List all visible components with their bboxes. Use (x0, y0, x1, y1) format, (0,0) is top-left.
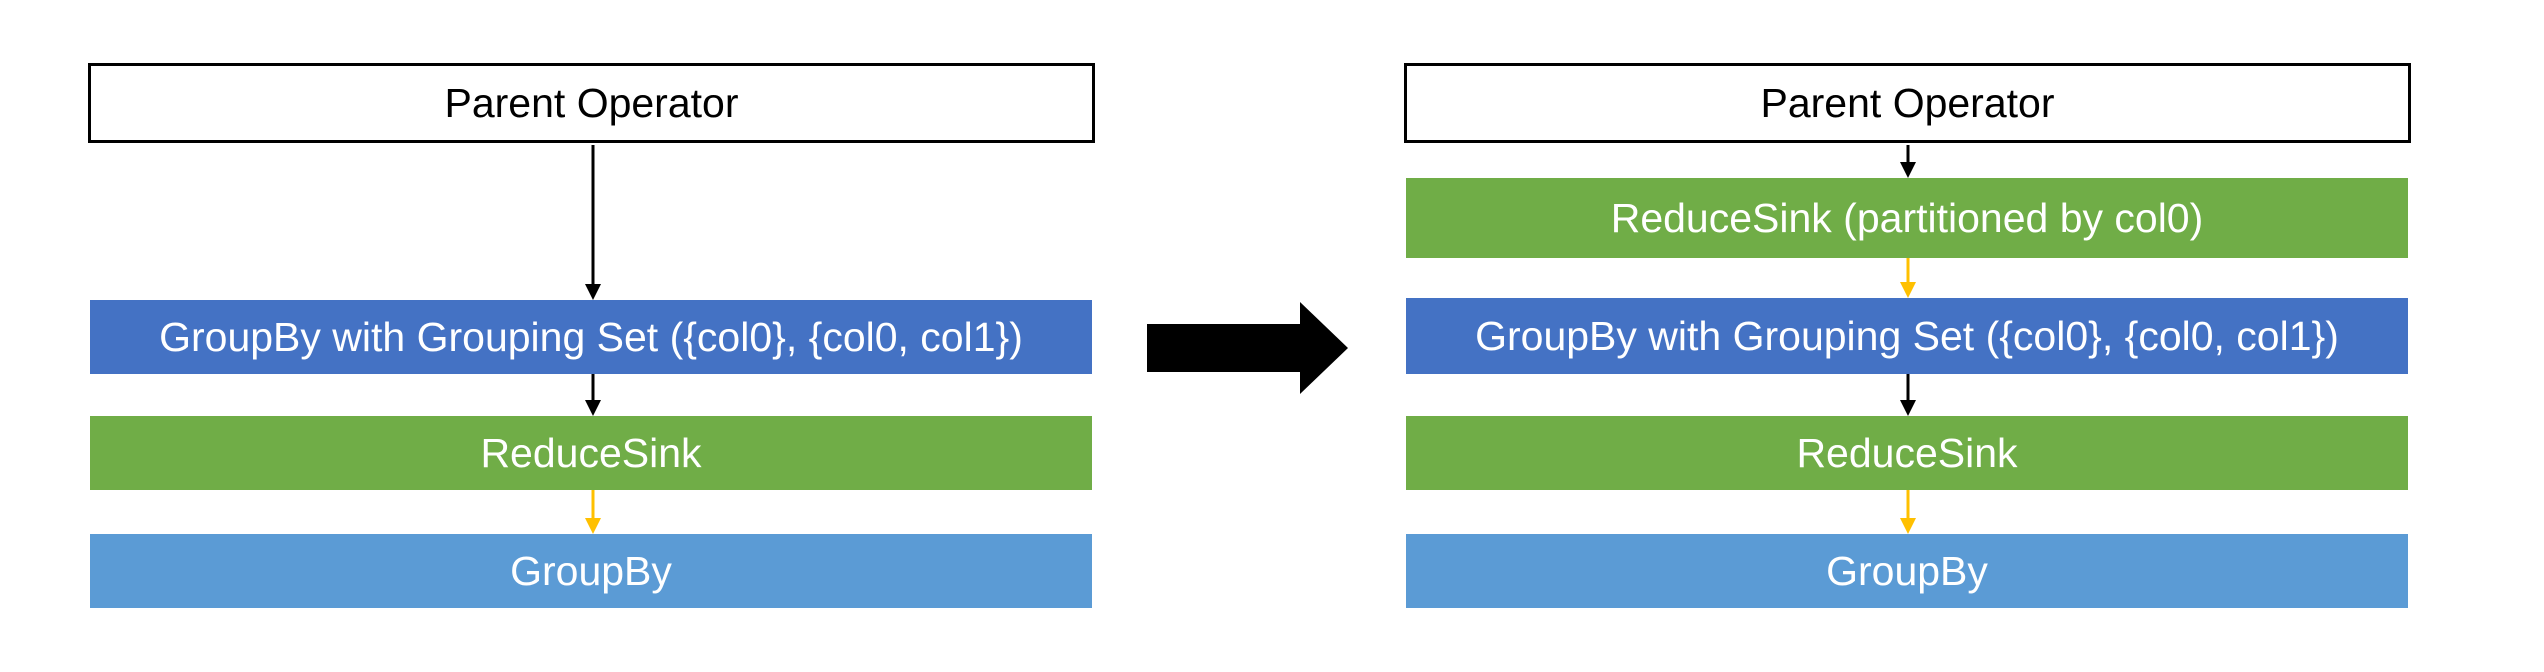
arrow-right-groupby-grouping-set-to-reducesink (1900, 374, 1916, 416)
right-plan-arrows (1900, 145, 1916, 534)
left-groupby-grouping-set-box: GroupBy with Grouping Set ({col0}, {col0… (90, 300, 1092, 374)
right-reducesink-label: ReduceSink (1796, 429, 2018, 476)
arrow-right-reducesink-to-groupby (1900, 490, 1916, 534)
arrow-left-reducesink-to-groupby (585, 490, 601, 534)
right-parent-operator-label: Parent Operator (1760, 79, 2055, 126)
transform-arrow-icon (1147, 302, 1348, 394)
left-plan-arrows (585, 145, 601, 534)
right-parent-operator-box: Parent Operator (1404, 63, 2411, 143)
arrow-left-groupby-grouping-set-to-reducesink (585, 374, 601, 416)
right-groupby-grouping-set-label: GroupBy with Grouping Set ({col0}, {col0… (1475, 312, 2339, 359)
right-reducesink-partitioned-box: ReduceSink (partitioned by col0) (1406, 178, 2408, 258)
left-parent-operator-box: Parent Operator (88, 63, 1095, 143)
left-parent-operator-label: Parent Operator (444, 79, 739, 126)
right-groupby-label: GroupBy (1826, 547, 1988, 594)
arrow-right-parent-to-reducesink-partitioned (1900, 145, 1916, 178)
left-reducesink-box: ReduceSink (90, 416, 1092, 490)
left-groupby-label: GroupBy (510, 547, 672, 594)
arrow-left-parent-to-groupby-grouping-set (585, 145, 601, 300)
left-groupby-grouping-set-label: GroupBy with Grouping Set ({col0}, {col0… (159, 313, 1023, 360)
left-reducesink-label: ReduceSink (480, 429, 702, 476)
right-reducesink-partitioned-label: ReduceSink (partitioned by col0) (1610, 194, 2204, 241)
right-groupby-box: GroupBy (1406, 534, 2408, 608)
left-groupby-box: GroupBy (90, 534, 1092, 608)
arrow-right-reducesink-partitioned-to-groupby-grouping-set (1900, 258, 1916, 298)
right-groupby-grouping-set-box: GroupBy with Grouping Set ({col0}, {col0… (1406, 298, 2408, 374)
right-reducesink-box: ReduceSink (1406, 416, 2408, 490)
